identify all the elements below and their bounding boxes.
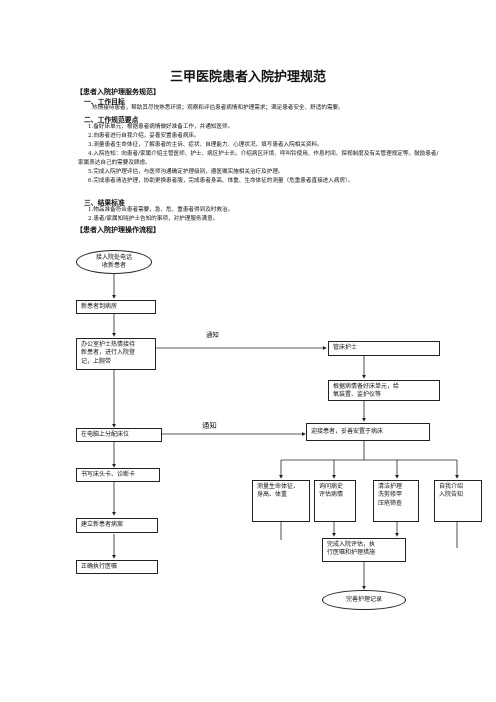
flow-ask-line-1: 询问病史 [319,483,344,490]
flow-intro-box: 自我介绍 入院告知 [434,480,482,522]
flow-notify-label-2: 通知 [202,421,217,430]
result-1: 1.物品准备符合患者需要，急、危、重患者得到及时救治。 [88,207,234,213]
flow-record-text: 建立新患者病案 [81,521,124,528]
goal-text: 热情接待患者，帮助其尽快熟悉环境；观察和评估患者病情和护理需求；满足患者安全、舒… [92,105,344,111]
flow-start-line-1: 接入院处电话 [95,253,132,261]
flow-eval-line-2: 行医嘱和护理措施 [327,549,376,557]
flow-ask-line-2: 评估病情 [319,491,344,499]
flow-bed-text: 在电脑上分配床位 [81,431,130,438]
flow-arrive-text: 新患者到病房 [81,303,118,310]
section-heading-flow: 【患者入院护理操作流程】 [76,226,160,234]
flow-start-line-2: 收新患者 [101,262,126,269]
flow-clean-line-3: 压疮筛查 [378,499,403,507]
flow-end-text: 完善护理记录 [345,595,382,603]
result-2: 2.患者/家属知晓护士告知的事项，对护理服务满意。 [88,216,219,222]
flow-execute-text: 正确执行医嘱 [81,563,118,570]
results-heading: 三、结果标准 [84,199,125,207]
flow-office-line-3: 记，上腕带 [81,357,112,365]
point-1: 1.备好床单元，根据患者病情做好准备工作，并通知医师。 [88,124,234,130]
flow-prepare-box: 根据病情备好床单元，给 氧装置、监护仪等 [328,380,440,401]
flow-prepare-line-2: 氧装置、监护仪等 [333,391,382,399]
flow-intro-line-2: 入院告知 [439,491,464,499]
flow-nurse-text: 管床护士 [333,344,358,351]
flow-notify-label-1: 通知 [206,331,219,339]
flow-vitals-line-1: 测量生命体征、 [257,483,300,490]
points-heading: 二、工作规范要点 [84,116,139,124]
flow-start-oval: 接入院处电话 收新患者 [76,250,152,274]
flow-clean-line-1: 清洁护理 [378,483,403,490]
point-6: 6.完成患者清洁护理，协助更换患者服，完成患者身高、体重、生命体征的测量（危重患… [88,178,354,184]
flow-bed-box: 在电脑上分配床位 [76,428,162,442]
flow-nurse-box: 管床护士 [328,341,440,356]
section-heading-service: 【患者入院护理服务规范】 [76,88,160,96]
flow-office-line-1: 办公室护士热情接待 [81,341,136,348]
flow-vitals-box: 测量生命体征、 身高、体重 [252,480,310,522]
flow-card-text: 书写床头卡、诊断卡 [81,471,136,478]
flow-clean-line-2: 洗剪修甲 [378,491,403,499]
goal-heading: 一、工作目标 [84,98,125,106]
flow-intro-line-1: 自我介绍 [439,483,464,490]
flow-ask-box: 询问病史 评估病情 [314,480,356,522]
flow-eval-line-1: 完成入院评估，执 [327,541,376,548]
flow-execute-box: 正确执行医嘱 [76,560,158,574]
flow-prepare-line-1: 根据病情备好床单元，给 [333,383,400,390]
flow-vitals-line-2: 身高、体重 [257,491,288,499]
flow-end-oval: 完善护理记录 [322,590,406,610]
point-2: 2.向患者进行自我介绍，妥善安置患者病床。 [88,133,200,139]
flow-record-box: 建立新患者病案 [76,518,158,533]
flow-welcome-box: 迎接患者，妥善安置于病床 [306,423,430,441]
flow-office-line-2: 新患者，进行入院登 [81,349,136,357]
flow-clean-box: 清洁护理 洗剪修甲 压疮筛查 [373,480,419,522]
flow-office-box: 办公室护士热情接待 新患者，进行入院登 记，上腕带 [76,338,156,370]
point-5: 5.完成入院护理评估，与医师沟通确定护理级别，遵医嘱实施相关治疗及护理。 [88,169,284,175]
point-3: 3.测量患者生命体征，了解患者的主诉、症状、自理能力、心理状况，填写患者入院相关… [88,142,323,148]
flow-eval-box: 完成入院评估，执 行医嘱和护理措施 [322,538,406,562]
flow-arrive-box: 新患者到病房 [76,300,156,314]
flow-card-box: 书写床头卡、诊断卡 [76,468,160,482]
flow-welcome-text: 迎接患者，妥善安置于病床 [311,428,384,435]
document-title: 三甲医院患者入院护理规范 [169,70,326,85]
point-4: 4.入院告知：向患者/家属介绍主管医师、护士、病区护士长。介绍病区环境、呼叫铃使… [78,151,439,166]
